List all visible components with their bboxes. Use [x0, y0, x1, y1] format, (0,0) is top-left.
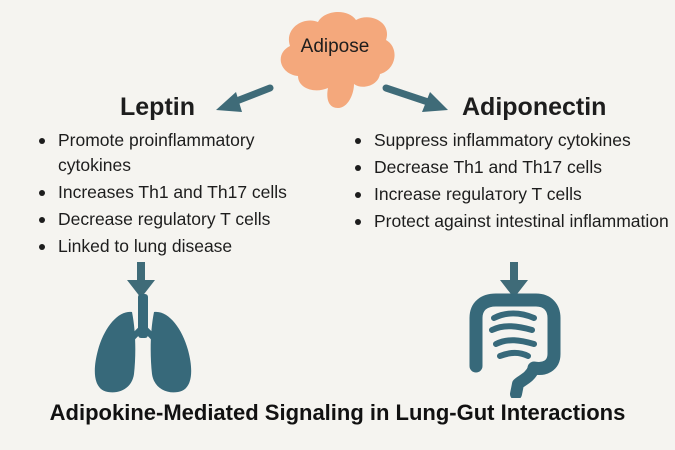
lungs-icon [94, 294, 192, 393]
adiponectin-heading: Adiponectin [462, 93, 607, 121]
list-item: Promote proinflammatory cytokines [36, 128, 326, 178]
arrow-to-leptin [216, 84, 274, 112]
list-item: Increase regulaтory T cells [352, 182, 672, 207]
adipose-tissue-icon [280, 11, 395, 108]
list-item: Increases Th1 and Th17 cells [36, 180, 326, 205]
list-item: Protect against intestinal inflammation [352, 209, 672, 234]
list-item: Suppress inflammatory cytokines [352, 128, 672, 153]
list-item: Decrease Th1 and Th17 cells [352, 155, 672, 180]
intestine-icon [469, 293, 561, 398]
list-item: Decrease regulatory T cells [36, 207, 326, 232]
leptin-effects-list: Promote proinflammatory cytokines Increa… [36, 128, 326, 261]
diagram-title: Adipokine-Mediated Signaling in Lung-Gut… [49, 400, 626, 425]
adiponectin-effects-list: Suppress inflammatory cytokines Decrease… [352, 128, 672, 236]
leptin-heading: Leptin [120, 93, 195, 121]
adipose-label: Adipose [300, 36, 370, 57]
list-item: Linked to lung disease [36, 234, 326, 259]
